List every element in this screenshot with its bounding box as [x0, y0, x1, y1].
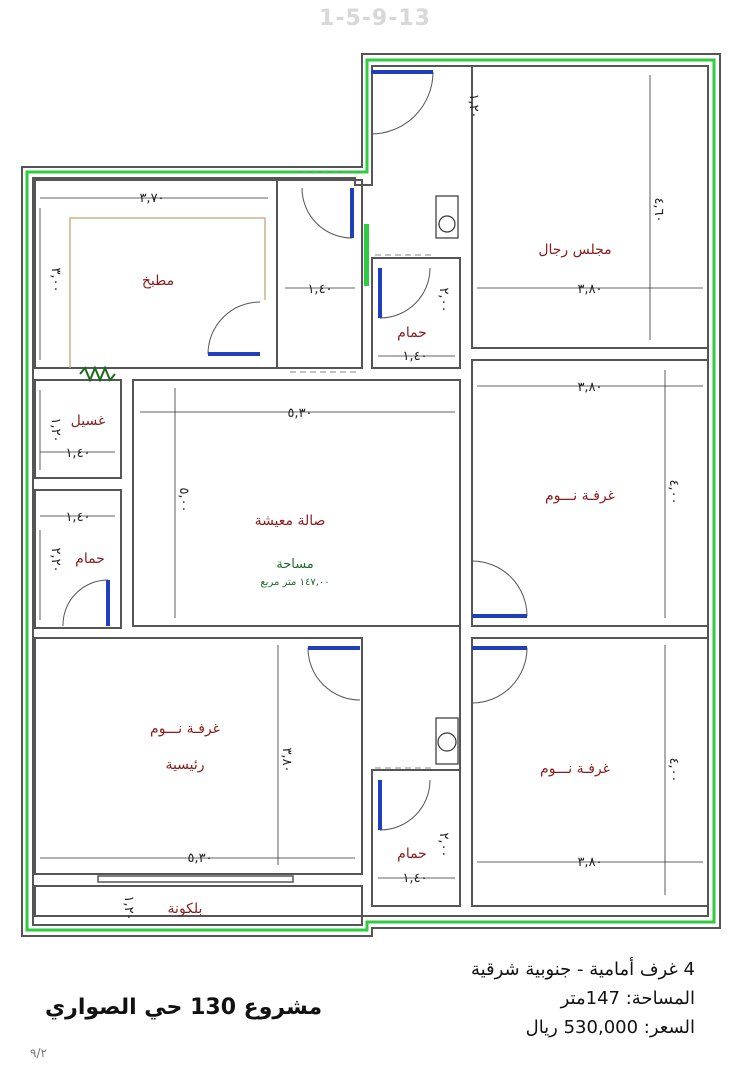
- bath-bottom-label: حمام: [397, 846, 427, 862]
- dimension-lines: [39, 75, 703, 895]
- listing-info: 4 غرف أمامية - جنوبية شرقية المساحة: 147…: [471, 955, 695, 1042]
- dim-kitchen-height: ٣,٠٠: [48, 267, 63, 292]
- fixtures: [364, 195, 459, 765]
- dim-bed-mid-width: ٣,٨٠: [577, 380, 602, 395]
- majlis-label: مجلس رجال: [538, 242, 611, 258]
- kitchen-vent: [79, 365, 116, 383]
- dim-bath-left-width: ١,٤٠: [65, 510, 90, 525]
- dim-majlis-height: ٤,٦٠: [651, 197, 666, 222]
- dim-bath-left-height: ٢,٢٠: [48, 547, 63, 572]
- dim-master-width: ٥,٣٠: [187, 851, 212, 866]
- dim-laundry-height: ١,٢٠: [48, 417, 63, 442]
- balcony-window: [97, 875, 294, 883]
- dim-bed-bottom-height: ٤,٠٠: [666, 757, 681, 782]
- area-value: ١٤٧,٠٠ متر مربع: [260, 577, 329, 588]
- balcony-label: بلكونة: [168, 901, 203, 917]
- dim-living-width: ٥,٣٠: [287, 406, 312, 421]
- dim-bed-bottom-width: ٣,٨٠: [577, 855, 602, 870]
- dim-bath-top-height: ٢,٠٠: [436, 287, 451, 312]
- bedroom-bottom-label: غرفـة نـــوم: [540, 761, 610, 777]
- dim-hall-width: ١,٤٠: [307, 282, 332, 297]
- bedroom-mid-label: غرفـة نـــوم: [545, 488, 615, 504]
- page-title: 1-5-9-13: [319, 6, 431, 31]
- info-area: المساحة: 147متر: [560, 988, 695, 1009]
- dim-bath-bottom-height: ٢,٠٠: [436, 832, 451, 857]
- project-name: مشروع 130 حي الصواري: [45, 995, 323, 1020]
- bath-left-label: حمام: [75, 551, 105, 567]
- dim-bath-bottom-width: ١,٤٠: [402, 871, 427, 886]
- doors: [62, 70, 528, 831]
- outer-outline: [25, 58, 716, 932]
- bath-top-label: حمام: [397, 325, 427, 341]
- info-price: السعر: 530,000 ريال: [525, 1017, 695, 1038]
- dim-master-height: ٣,٨٠: [279, 747, 294, 772]
- info-rooms-orientation: 4 غرف أمامية - جنوبية شرقية: [470, 959, 695, 980]
- dim-majlis-width: ٣,٨٠: [577, 282, 602, 297]
- area-title: مساحة: [276, 557, 314, 572]
- dim-living-height: ٥,٠٠: [176, 487, 191, 512]
- openings: [290, 171, 435, 769]
- master-bedroom-label-2: رئيسية: [165, 757, 204, 773]
- dim-balcony-height: ١,٢٠: [121, 895, 136, 920]
- dim-laundry-width: ١,٤٠: [65, 446, 90, 461]
- walls: [21, 53, 721, 937]
- page-number: ٩/٢: [30, 1046, 47, 1060]
- dim-bath-top-width: ١,٤٠: [402, 349, 427, 364]
- dim-kitchen-width: ٣,٧٠: [139, 191, 164, 206]
- dim-entry-height: ١,٢٠: [466, 93, 481, 118]
- laundry-label: غسيل: [71, 413, 106, 429]
- dim-bed-mid-height: ٤,٠٠: [666, 479, 681, 504]
- floor-plan: مطبخ غسيل حمام غرفـة نـــوم رئيسية بلكون…: [21, 53, 721, 937]
- kitchen-label: مطبخ: [142, 273, 174, 289]
- master-bedroom-label-1: غرفـة نـــوم: [150, 721, 220, 737]
- living-label: صالة معيشة: [255, 513, 326, 529]
